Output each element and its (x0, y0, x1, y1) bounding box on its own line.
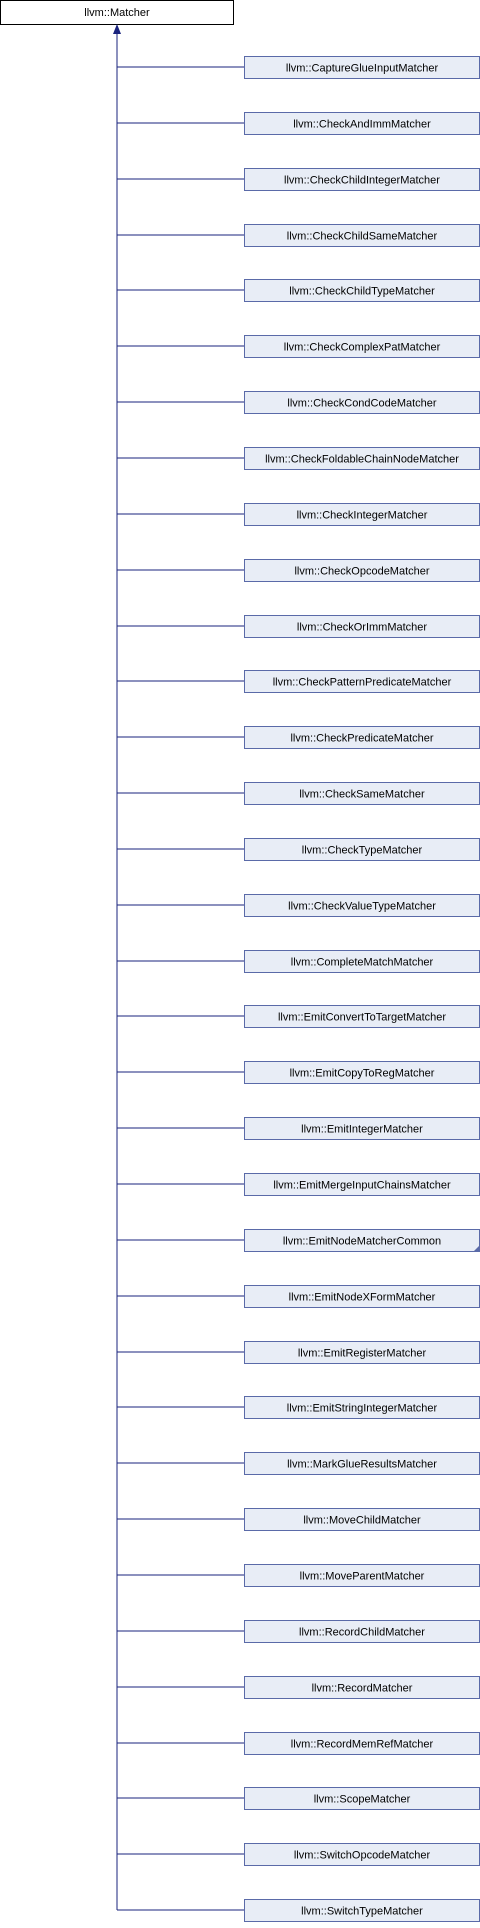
child-node[interactable]: llvm::CheckTypeMatcher (117, 838, 480, 861)
child-node[interactable]: llvm::CheckCondCodeMatcher (117, 391, 480, 414)
child-node[interactable]: llvm::CaptureGlueInputMatcher (117, 56, 480, 79)
child-node[interactable]: llvm::CheckValueTypeMatcher (117, 894, 480, 917)
child-node-label: llvm::SwitchTypeMatcher (301, 1906, 423, 1918)
child-node-label: llvm::EmitNodeMatcherCommon (283, 1236, 441, 1248)
child-node-label: llvm::CheckPredicateMatcher (290, 733, 433, 745)
child-node-label: llvm::MarkGlueResultsMatcher (287, 1459, 437, 1471)
child-node-label: llvm::CompleteMatchMatcher (291, 957, 434, 969)
root-node-label: llvm::Matcher (84, 7, 150, 19)
child-nodes: llvm::CaptureGlueInputMatcherllvm::Check… (117, 56, 480, 1922)
root-node[interactable]: llvm::Matcher (0, 0, 234, 25)
child-node[interactable]: llvm::EmitCopyToRegMatcher (117, 1061, 480, 1084)
child-node-label: llvm::CheckOpcodeMatcher (294, 566, 429, 578)
child-node-label: llvm::CheckFoldableChainNodeMatcher (265, 454, 459, 466)
child-node-label: llvm::CaptureGlueInputMatcher (286, 63, 439, 75)
child-node[interactable]: llvm::CheckFoldableChainNodeMatcher (117, 447, 480, 470)
child-node[interactable]: llvm::ScopeMatcher (117, 1787, 480, 1810)
child-node-label: llvm::EmitStringIntegerMatcher (287, 1403, 438, 1415)
child-node-label: llvm::RecordMatcher (312, 1683, 413, 1695)
child-node-label: llvm::CheckComplexPatMatcher (284, 342, 441, 354)
child-node[interactable]: llvm::CheckSameMatcher (117, 782, 480, 805)
child-node[interactable]: llvm::RecordChildMatcher (117, 1620, 480, 1643)
child-node-label: llvm::CheckChildSameMatcher (287, 231, 438, 243)
child-node[interactable]: llvm::RecordMatcher (117, 1676, 480, 1699)
child-node-label: llvm::CheckValueTypeMatcher (288, 901, 436, 913)
child-node[interactable]: llvm::EmitMergeInputChainsMatcher (117, 1173, 480, 1196)
child-node-label: llvm::EmitRegisterMatcher (298, 1348, 427, 1360)
child-node[interactable]: llvm::CheckIntegerMatcher (117, 503, 480, 526)
child-node[interactable]: llvm::CheckOrImmMatcher (117, 615, 480, 638)
child-node-label: llvm::CheckTypeMatcher (302, 845, 423, 857)
child-node[interactable]: llvm::CheckPatternPredicateMatcher (117, 670, 480, 693)
child-node-label: llvm::MoveChildMatcher (303, 1515, 421, 1527)
child-node[interactable]: llvm::CheckOpcodeMatcher (117, 559, 480, 582)
child-node[interactable]: llvm::MoveParentMatcher (117, 1564, 480, 1587)
child-node-label: llvm::MoveParentMatcher (300, 1571, 425, 1583)
child-node[interactable]: llvm::RecordMemRefMatcher (117, 1732, 480, 1755)
child-node[interactable]: llvm::MarkGlueResultsMatcher (117, 1452, 480, 1475)
collapsed-subclasses-icon[interactable] (473, 1245, 480, 1252)
child-node[interactable]: llvm::CheckChildIntegerMatcher (117, 168, 480, 191)
child-node-label: llvm::CheckChildIntegerMatcher (284, 175, 440, 187)
child-node[interactable]: llvm::CheckChildTypeMatcher (117, 279, 480, 302)
child-node[interactable]: llvm::EmitIntegerMatcher (117, 1117, 480, 1140)
child-node[interactable]: llvm::SwitchOpcodeMatcher (117, 1843, 480, 1866)
child-node[interactable]: llvm::CheckAndImmMatcher (117, 112, 480, 135)
child-node[interactable]: llvm::EmitNodeMatcherCommon (117, 1229, 480, 1252)
child-node[interactable]: llvm::EmitConvertToTargetMatcher (117, 1005, 480, 1028)
child-node-label: llvm::CheckAndImmMatcher (293, 119, 431, 131)
child-node-label: llvm::EmitConvertToTargetMatcher (278, 1012, 446, 1024)
child-node[interactable]: llvm::EmitNodeXFormMatcher (117, 1285, 480, 1308)
child-node-label: llvm::CheckPatternPredicateMatcher (273, 677, 452, 689)
child-node-label: llvm::RecordMemRefMatcher (291, 1739, 434, 1751)
inheritance-arrowhead (113, 24, 121, 34)
child-node-label: llvm::CheckCondCodeMatcher (287, 398, 437, 410)
child-node[interactable]: llvm::EmitRegisterMatcher (117, 1341, 480, 1364)
child-node-label: llvm::SwitchOpcodeMatcher (294, 1850, 431, 1862)
child-node-label: llvm::EmitMergeInputChainsMatcher (273, 1180, 451, 1192)
child-node-label: llvm::CheckChildTypeMatcher (289, 286, 435, 298)
child-node[interactable]: llvm::CheckChildSameMatcher (117, 224, 480, 247)
child-node-label: llvm::CheckSameMatcher (299, 789, 425, 801)
child-node[interactable]: llvm::CheckPredicateMatcher (117, 726, 480, 749)
child-node[interactable]: llvm::EmitStringIntegerMatcher (117, 1396, 480, 1419)
child-node-label: llvm::CheckIntegerMatcher (297, 510, 428, 522)
child-node-label: llvm::EmitCopyToRegMatcher (290, 1068, 435, 1080)
root-node-box (0, 0, 234, 25)
child-node[interactable]: llvm::SwitchTypeMatcher (117, 1899, 480, 1922)
child-node-label: llvm::CheckOrImmMatcher (297, 622, 428, 634)
child-node[interactable]: llvm::CheckComplexPatMatcher (117, 335, 480, 358)
child-node[interactable]: llvm::CompleteMatchMatcher (117, 950, 480, 973)
child-node[interactable]: llvm::MoveChildMatcher (117, 1508, 480, 1531)
child-node-label: llvm::ScopeMatcher (314, 1794, 411, 1806)
child-node-label: llvm::EmitIntegerMatcher (301, 1124, 423, 1136)
child-node-label: llvm::EmitNodeXFormMatcher (289, 1292, 436, 1304)
child-node-label: llvm::RecordChildMatcher (299, 1627, 425, 1639)
